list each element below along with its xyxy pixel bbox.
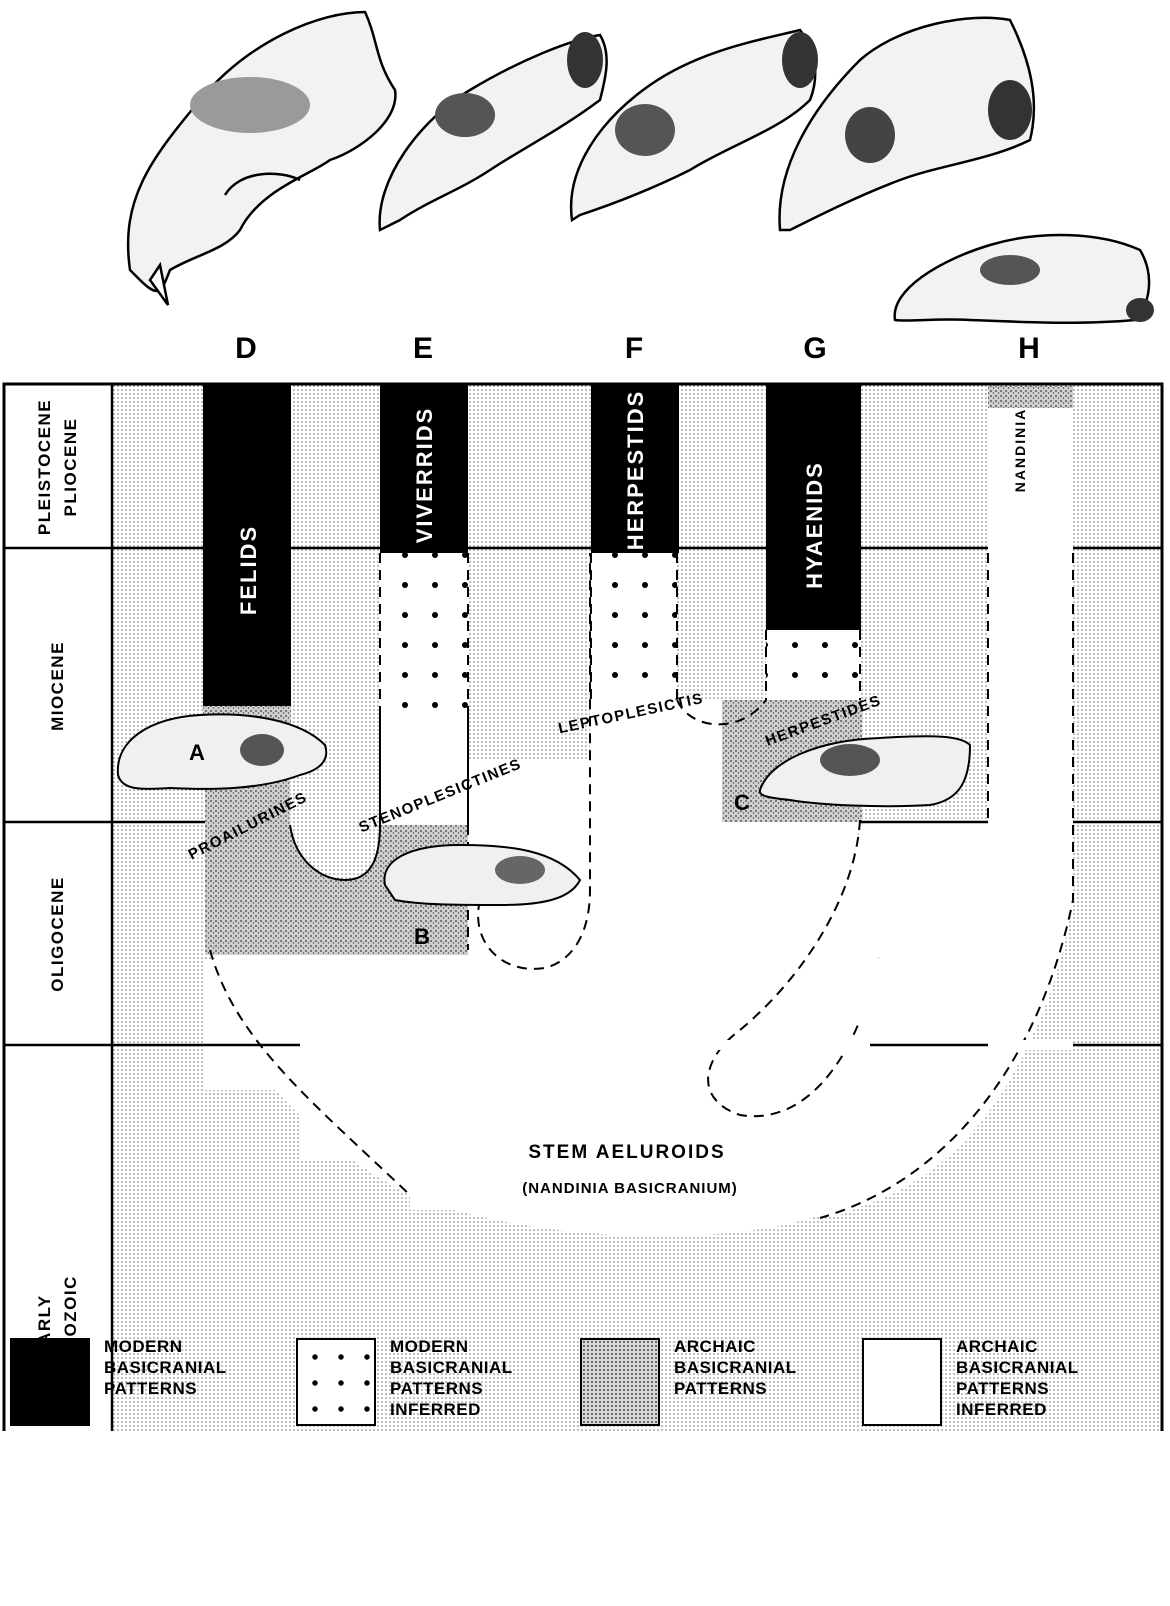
legend-item-archaic: ARCHAIC BASICRANIAL PATTERNS: [580, 1336, 797, 1426]
epoch-label: OLIGOCENE: [45, 876, 71, 992]
legend-label: ARCHAIC BASICRANIAL PATTERNS: [674, 1336, 797, 1399]
legend-item-archaic-inferred: ARCHAIC BASICRANIAL PATTERNS INFERRED: [862, 1336, 1079, 1426]
skull-illustration-h: [895, 235, 1154, 323]
legend-label: MODERN BASICRANIAL PATTERNS: [104, 1336, 227, 1399]
column-letter-g: G: [785, 332, 845, 366]
hyaenid-inferred: [766, 630, 860, 700]
legend-swatch-dots: [296, 1338, 376, 1426]
label-herpestids: HERPESTIDS: [623, 390, 648, 551]
column-letter-f: F: [604, 332, 664, 366]
label-hyaenids: HYAENIDS: [802, 461, 827, 589]
column-letter-h: H: [999, 332, 1059, 366]
epoch-oligocene: OLIGOCENE: [4, 823, 112, 1045]
skull-illustration-g: [780, 18, 1034, 230]
legend-label: MODERN BASICRANIAL PATTERNS INFERRED: [390, 1336, 513, 1420]
epoch-early-cenozoic: EARLY CENOZOIC: [4, 1046, 112, 1606]
skull-label-c: C: [734, 790, 750, 815]
label-felids: FELIDS: [236, 525, 261, 615]
skull-illustration-d: [128, 12, 395, 305]
skull-label-b: B: [414, 924, 430, 949]
label-stem-subtitle: (NANDINIA BASICRANIUM): [522, 1180, 738, 1197]
label-stem-aeluroids: STEM AELUROIDS: [528, 1142, 725, 1163]
viverrid-inferred: [380, 553, 468, 708]
phylogeny-figure: FELIDS VIVERRIDS HERPESTIDS HYAENIDS NAN…: [0, 0, 1170, 1431]
column-letter-d: D: [216, 332, 276, 366]
epoch-pleistocene-pliocene: PLEISTOCENE PLIOCENE: [4, 386, 112, 548]
skull-label-a: A: [189, 740, 205, 765]
legend-item-modern-inferred: MODERN BASICRANIAL PATTERNS INFERRED: [296, 1336, 513, 1426]
legend-swatch-black: [10, 1338, 90, 1426]
legend-swatch-white: [862, 1338, 942, 1426]
legend-label: ARCHAIC BASICRANIAL PATTERNS INFERRED: [956, 1336, 1079, 1420]
column-letter-e: E: [393, 332, 453, 366]
epoch-label: PLEISTOCENE PLIOCENE: [32, 399, 84, 535]
epoch-label: MIOCENE: [45, 641, 71, 731]
epoch-miocene: MIOCENE: [4, 549, 112, 822]
label-nandinia: NANDINIA: [1012, 408, 1028, 492]
legend-swatch-stipple: [580, 1338, 660, 1426]
herpestid-inferred: [591, 553, 677, 700]
legend-item-modern: MODERN BASICRANIAL PATTERNS: [10, 1336, 227, 1426]
nandinia-stipple: [988, 386, 1073, 408]
label-viverrids: VIVERRIDS: [412, 407, 437, 544]
